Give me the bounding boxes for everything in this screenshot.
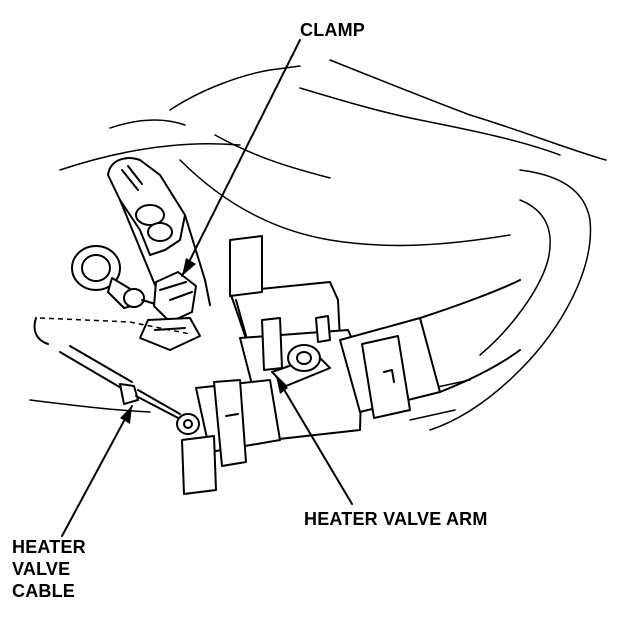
clamp-part bbox=[139, 271, 201, 351]
left-hose bbox=[181, 379, 281, 495]
clamp-leader bbox=[181, 39, 301, 277]
cable-label-line-3: CABLE bbox=[12, 581, 75, 601]
heater-valve-arm-label: HEATER VALVE ARM bbox=[304, 509, 488, 529]
clamp-label: CLAMP bbox=[300, 20, 365, 40]
cable-housing bbox=[33, 317, 200, 435]
valve-arm-leader bbox=[275, 375, 353, 505]
cable-label-line-2: VALVE bbox=[12, 559, 71, 579]
knob-assembly bbox=[71, 245, 163, 309]
valve-cable-leader bbox=[61, 405, 133, 537]
cable-label-line-1: HEATER bbox=[12, 537, 86, 557]
heater-valve-cable-label: HEATER VALVE CABLE bbox=[12, 536, 86, 602]
right-hose bbox=[339, 279, 521, 419]
